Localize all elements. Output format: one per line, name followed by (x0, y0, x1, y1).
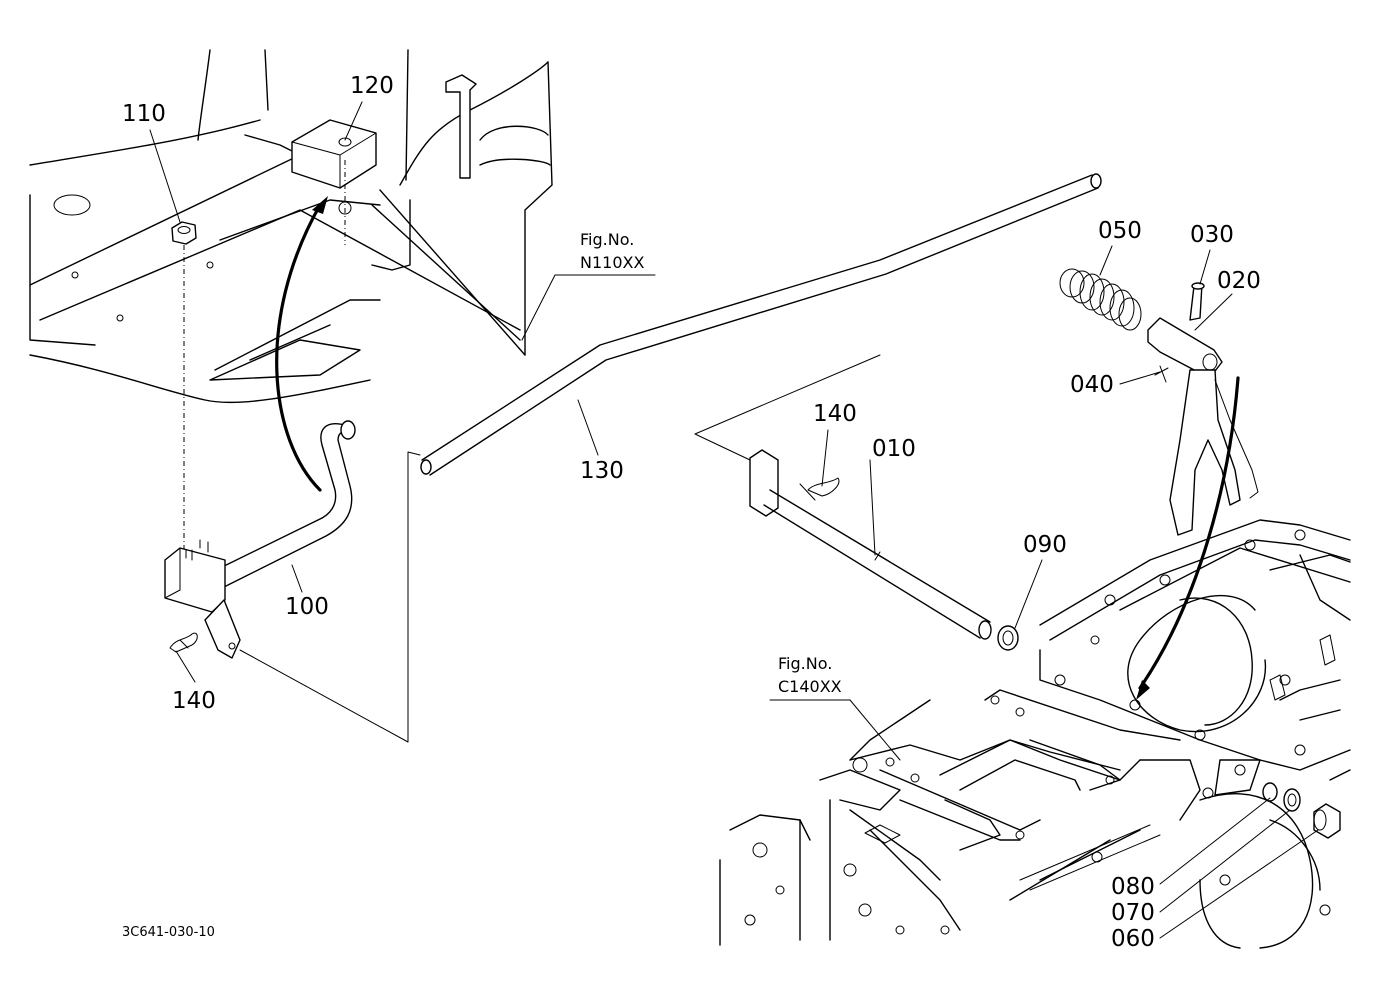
routing-arrow-120 (275, 203, 322, 492)
spring-050 (1059, 268, 1142, 331)
figure-ref-n110-prefix: Fig.No. (580, 230, 634, 249)
shift-fork-020 (1147, 317, 1259, 536)
transmission-case (719, 519, 1351, 949)
nut-110 (171, 221, 197, 245)
rod-100 (164, 420, 356, 659)
washer-070 (1283, 788, 1301, 812)
part-label-010: 010 (872, 436, 916, 462)
part-label-090: 090 (1023, 532, 1067, 558)
drawing-code: 3C641-030-10 (122, 925, 215, 940)
part-label-080: 080 (1111, 874, 1155, 900)
arrowhead-fork (1136, 680, 1150, 700)
part-label-030: 030 (1190, 222, 1234, 248)
shaft-010 (749, 449, 992, 640)
figure-ref-c140-code: C140XX (778, 677, 842, 696)
part-label-020: 020 (1217, 268, 1261, 294)
arrowhead-120 (312, 196, 328, 214)
dim-frame-left (239, 451, 421, 743)
part-label-120: 120 (350, 73, 394, 99)
block-120 (291, 119, 377, 189)
part-label-130: 130 (580, 458, 624, 484)
figure-ref-c140-prefix: Fig.No. (778, 654, 832, 673)
part-label-040: 040 (1070, 372, 1114, 398)
pin-040 (1154, 365, 1169, 383)
dim-frame-right (694, 354, 881, 461)
part-label-140-left: 140 (172, 688, 216, 714)
floor-panel-assembly (29, 49, 553, 560)
pin-030 (1189, 282, 1205, 321)
part-label-140-center: 140 (813, 401, 857, 427)
rod-130 (420, 173, 1102, 476)
clip-140-center (799, 477, 840, 501)
part-label-070: 070 (1111, 900, 1155, 926)
plug-060 (1313, 803, 1341, 839)
clip-140-left (169, 632, 198, 653)
collar-090 (997, 625, 1019, 651)
figure-ref-n110-code: N110XX (580, 253, 644, 272)
part-label-060: 060 (1111, 926, 1155, 952)
washer-080 (1262, 782, 1278, 802)
part-label-100: 100 (285, 594, 329, 620)
part-label-050: 050 (1098, 218, 1142, 244)
part-label-110: 110 (122, 101, 166, 127)
leader-lines (149, 101, 1319, 939)
